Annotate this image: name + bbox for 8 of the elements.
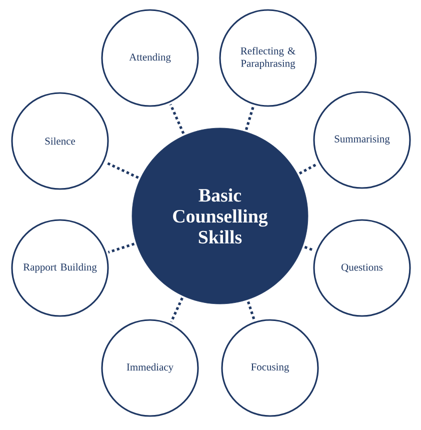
dotted-connector — [169, 104, 185, 134]
dotted-connector — [246, 301, 256, 320]
dotted-connector — [304, 246, 315, 252]
dotted-connector — [170, 297, 184, 322]
dotted-connector — [244, 106, 254, 130]
dotted-connector — [298, 162, 318, 175]
dotted-connector — [108, 242, 135, 254]
dotted-connector — [105, 161, 139, 179]
